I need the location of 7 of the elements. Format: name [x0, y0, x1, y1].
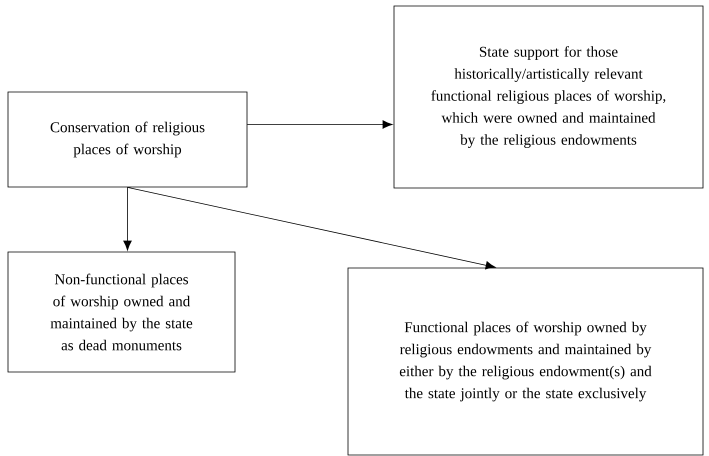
text-box: State support for those historically/artistically relevant functional religious places of worship, which were owned and maintained by the religious endowments [394, 6, 704, 188]
text-box: Conservation of religious places of worship [8, 92, 248, 188]
arrow [247, 120, 392, 129]
arrow [127, 187, 496, 270]
arrow [123, 187, 132, 250]
text-box: Functional places of worship owned by religious endowments and maintained by either by the religious endowment(s) and the state jointly or the state exclusively [348, 268, 704, 456]
text-box: Non-functional places of worship owned and maintained by the state as dead monuments [8, 252, 236, 372]
